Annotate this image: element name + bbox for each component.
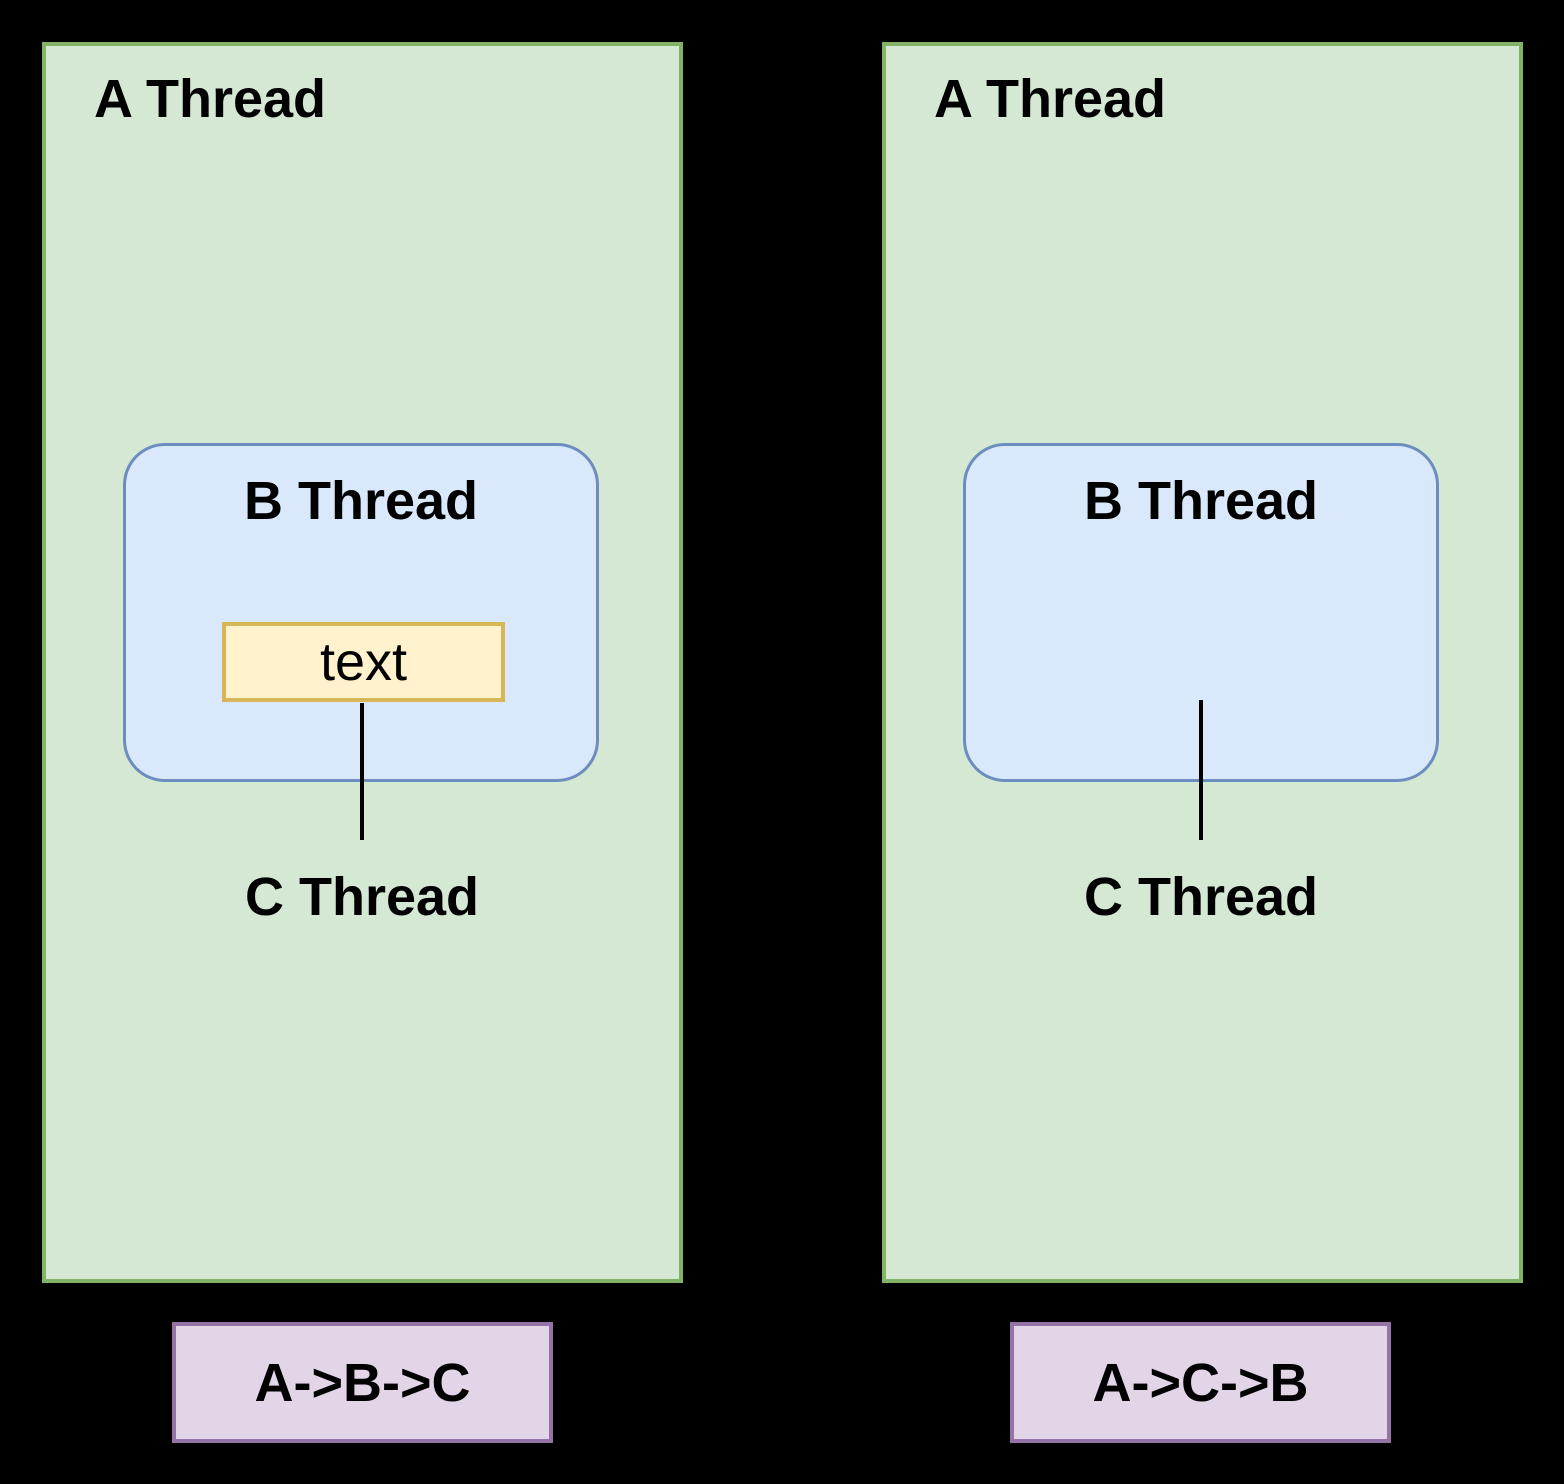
connector-line-right [1199, 700, 1203, 840]
a-thread-label: A Thread [934, 69, 1167, 129]
c-thread-label: C Thread [1083, 867, 1319, 927]
a-thread-container-right: A Thread B Thread C Thread [882, 42, 1523, 1283]
execution-order-box-left: A->B->C [172, 1322, 553, 1443]
a-thread-container-left: A Thread B Thread text C Thread [42, 42, 683, 1283]
c-thread-label: C Thread [244, 867, 480, 927]
task-text-box: text [222, 622, 505, 702]
b-thread-label: B Thread [243, 471, 479, 531]
execution-order-label: A->C->B [1092, 1352, 1309, 1413]
execution-order-label: A->B->C [254, 1352, 471, 1413]
execution-order-box-right: A->C->B [1010, 1322, 1391, 1443]
a-thread-label: A Thread [94, 69, 327, 129]
task-text-label: text [319, 632, 408, 692]
b-thread-label: B Thread [1083, 471, 1319, 531]
connector-line-left [360, 703, 364, 840]
